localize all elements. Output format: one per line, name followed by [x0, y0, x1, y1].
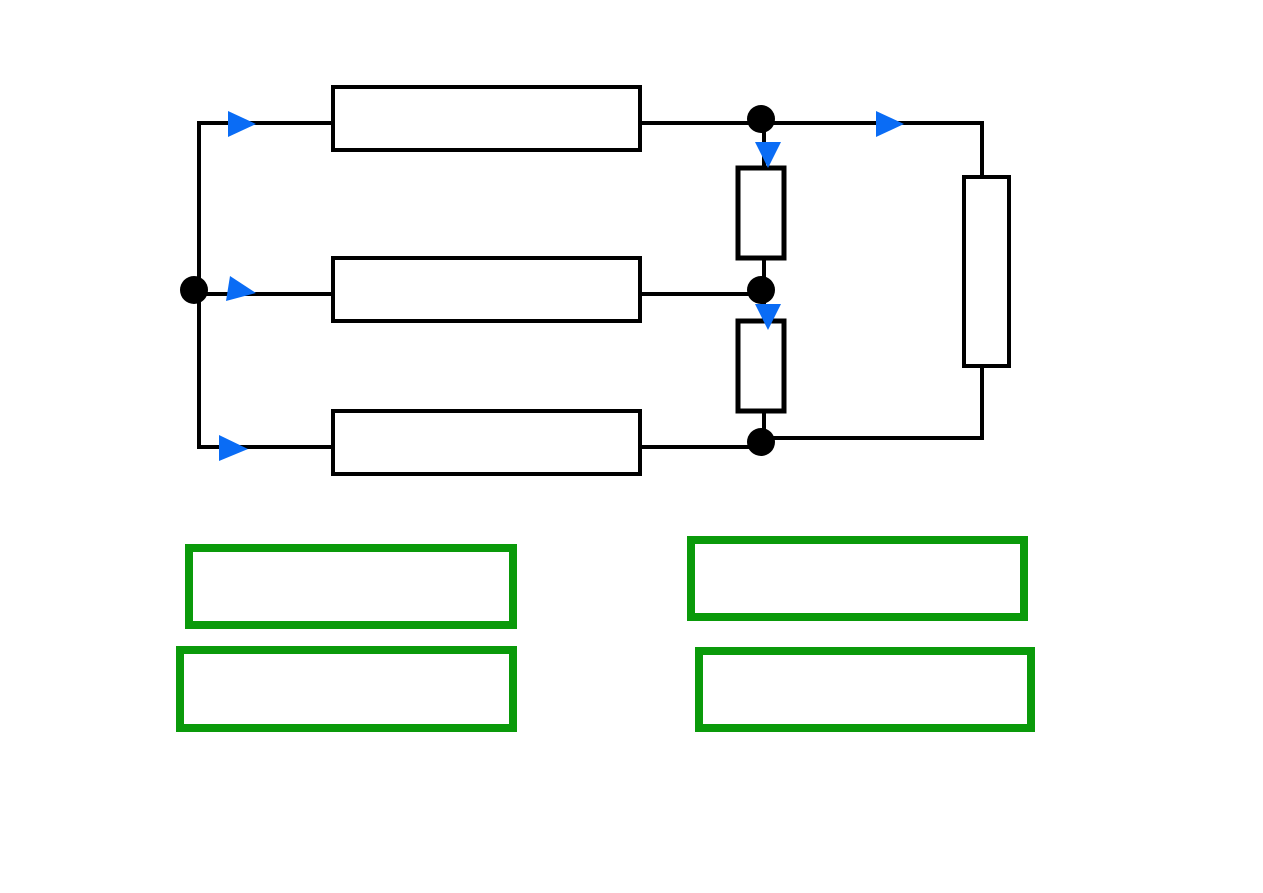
current-arrow-middle-left — [226, 276, 256, 301]
junction-node-top-right — [747, 105, 775, 133]
current-arrow-bridge-lower — [755, 304, 781, 330]
junction-node-bottom-right — [747, 428, 775, 456]
current-arrow-bottom-left — [219, 435, 248, 461]
resistor-bottom — [331, 409, 642, 476]
answer-box-top-left[interactable] — [185, 544, 517, 629]
resistor-right-load — [962, 175, 1011, 368]
answer-box-top-right[interactable] — [687, 536, 1028, 621]
answer-box-bottom-right[interactable] — [695, 647, 1035, 732]
answer-box-bottom-left[interactable] — [176, 646, 517, 732]
current-arrow-top-left — [228, 111, 256, 137]
resistor-bridge-lower — [735, 318, 787, 414]
junction-node-middle-right — [747, 276, 775, 304]
resistor-top — [331, 85, 642, 152]
resistor-middle — [331, 256, 642, 323]
current-arrow-top-right — [876, 111, 904, 137]
resistor-bridge-upper — [735, 165, 787, 261]
junction-node-left — [180, 276, 208, 304]
current-arrow-bridge-upper — [755, 142, 781, 168]
